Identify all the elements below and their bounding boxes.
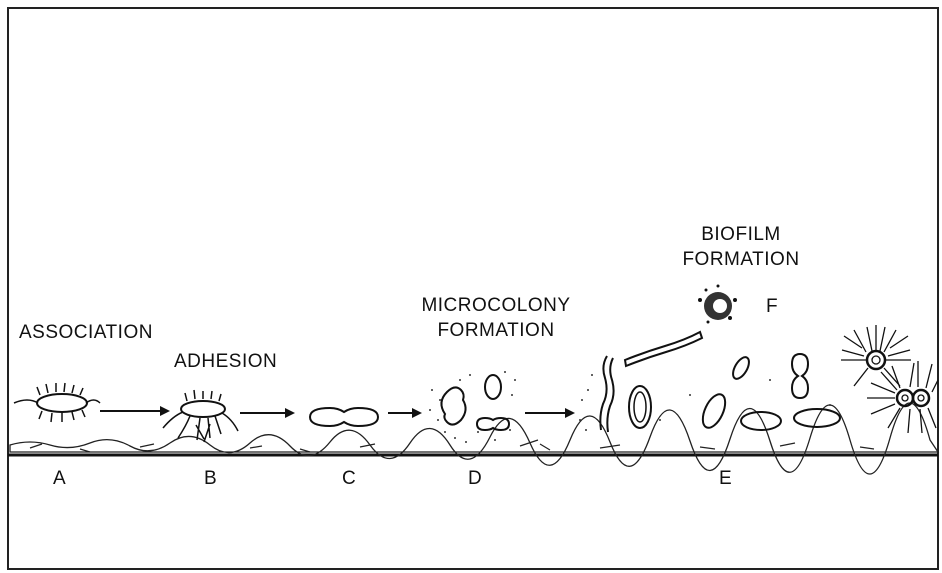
label-microcolony-line2: FORMATION <box>416 320 576 342</box>
arrow-b-c <box>240 408 295 418</box>
cell-association <box>14 383 100 422</box>
arrow-a-b <box>100 406 170 416</box>
stage-letter-f: F <box>766 296 778 318</box>
stage-letter-c: C <box>342 468 356 490</box>
cell-adhesion <box>163 390 238 442</box>
stage-letter-b: B <box>204 468 217 490</box>
label-biofilm-line1: BIOFILM <box>666 224 816 246</box>
stage-letter-a: A <box>53 468 66 490</box>
detached-clump <box>698 285 737 324</box>
arrow-d-e <box>525 408 575 418</box>
stage-letter-e: E <box>719 468 732 490</box>
biofilm <box>579 332 840 432</box>
label-biofilm-line2: FORMATION <box>666 249 816 271</box>
stage-letter-d: D <box>468 468 482 490</box>
label-microcolony-line1: MICROCOLONY <box>416 295 576 317</box>
label-adhesion: ADHESION <box>174 351 277 373</box>
starburst-cells <box>841 325 938 433</box>
cell-dividing <box>310 408 378 426</box>
microcolony <box>429 371 516 443</box>
substrate-film <box>10 403 938 474</box>
label-association: ASSOCIATION <box>19 322 153 344</box>
arrow-c-d <box>388 408 422 418</box>
